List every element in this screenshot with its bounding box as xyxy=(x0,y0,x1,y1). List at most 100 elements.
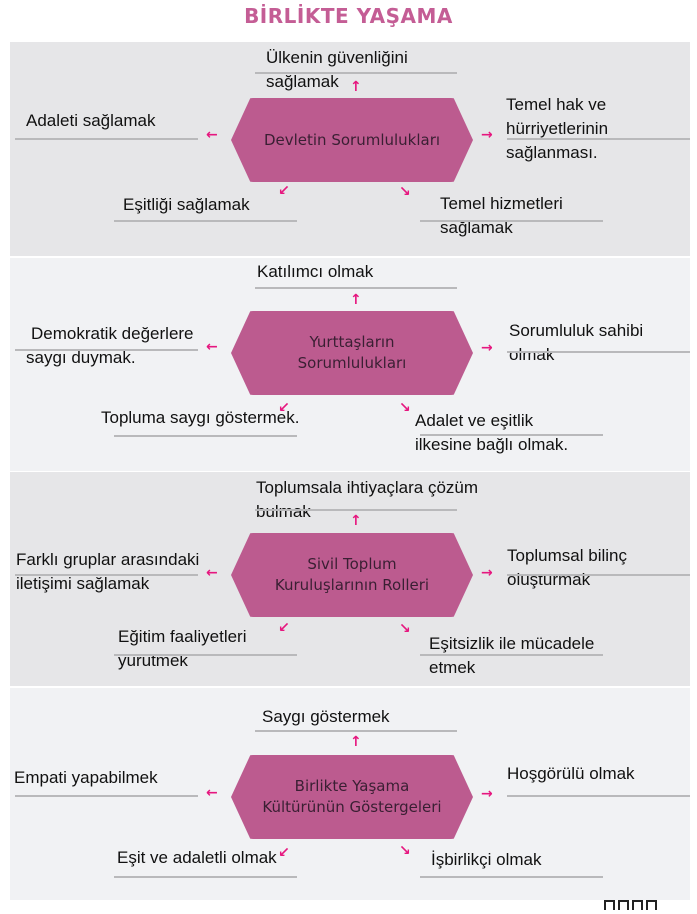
label-bottom-right: Eşitsizlik ile mücadele etmek xyxy=(429,632,594,680)
underline-bottom-right xyxy=(420,220,603,222)
arrow-up-icon: ↑ xyxy=(350,79,362,95)
underline-bottom-right xyxy=(420,434,603,436)
label-line: olmak xyxy=(509,345,555,364)
arrow-left-icon: ← xyxy=(206,565,218,581)
label-top: Saygı göstermek xyxy=(262,707,390,726)
underline-top xyxy=(255,72,457,74)
label-top: Toplumsala ihtiyaçlara çözüm bulmak xyxy=(256,476,478,524)
label-line: bulmak xyxy=(256,502,311,521)
underline-right xyxy=(507,138,690,140)
underline-left xyxy=(15,574,198,576)
label-bottom-right: Temel hizmetleri sağlamak xyxy=(440,192,563,240)
label-line: oluşturmak xyxy=(507,570,591,589)
label-line: Toplumsala ihtiyaçlara çözüm xyxy=(256,478,479,497)
arrow-up-icon: ↑ xyxy=(350,734,362,750)
arrow-right-icon: → xyxy=(481,565,493,581)
section-birlikte-yasama-gostergeleri: Saygı göstermek ↑ Empati yapabilmek ← Bi… xyxy=(10,688,690,900)
label-line: ilkesine bağlı olmak. xyxy=(415,435,569,454)
label-bottom-right: Adalet ve eşitlik ilkesine bağlı olmak. xyxy=(415,409,568,457)
center-node: Birlikte Yaşama Kültürünün Göstergeleri xyxy=(231,755,473,839)
label-line: hürriyetlerinin xyxy=(506,119,609,138)
label-bottom-left: Eşit ve adaletli olmak xyxy=(117,848,277,867)
label-left: Empati yapabilmek xyxy=(14,768,158,787)
underline-bottom-left xyxy=(114,876,297,878)
label-line: sağlamak xyxy=(440,218,513,237)
node-line: Yurttaşların xyxy=(309,333,395,351)
arrow-left-icon: ← xyxy=(206,339,218,355)
label-top: Ülkenin güvenliğini sağlamak xyxy=(266,46,408,94)
node-line: Devletin Sorumlulukları xyxy=(263,130,441,149)
arrow-down-left-icon: ↙ xyxy=(278,845,290,861)
label-line: Adalet ve eşitlik xyxy=(415,411,534,430)
arrow-down-right-icon: ↘ xyxy=(399,843,411,859)
arrow-down-left-icon: ↙ xyxy=(278,400,290,416)
label-line: etmek xyxy=(429,658,476,677)
arrow-left-icon: ← xyxy=(206,785,218,801)
arrow-right-icon: → xyxy=(481,127,493,143)
label-line: Temel hak ve xyxy=(506,95,607,114)
center-node: Sivil Toplum Kuruluşlarının Rolleri xyxy=(231,533,473,617)
underline-right xyxy=(507,351,690,353)
label-line: iletişimi sağlamak xyxy=(16,574,150,593)
underline-left xyxy=(15,138,198,140)
section-yurttaslarin-sorumluluklari: Katılımcı olmak ↑ Demokratik değerlere s… xyxy=(10,258,690,471)
label-line: sağlanması. xyxy=(506,143,598,162)
cropped-logo-icon xyxy=(604,895,684,910)
underline-bottom-right xyxy=(420,654,603,656)
label-bottom-left: Topluma saygı göstermek. xyxy=(101,408,300,427)
arrow-left-icon: ← xyxy=(206,127,218,143)
arrow-down-left-icon: ↙ xyxy=(278,620,290,636)
node-line: Sorumlulukları xyxy=(297,354,407,372)
label-bottom-left: Eğitim faaliyetleri yürütmek xyxy=(118,625,247,673)
arrow-up-icon: ↑ xyxy=(350,513,362,529)
label-left: Demokratik değerlere saygı duymak. xyxy=(26,322,194,370)
underline-bottom-right xyxy=(420,876,603,878)
underline-right xyxy=(507,574,690,576)
underline-left xyxy=(15,349,198,351)
arrow-right-icon: → xyxy=(481,340,493,356)
node-line: Kültürünün Göstergeleri xyxy=(262,798,442,816)
underline-top xyxy=(255,509,457,511)
label-line: Toplumsal bilinç xyxy=(507,546,627,565)
underline-bottom-left xyxy=(114,654,297,656)
label-line: Farklı gruplar arasındaki xyxy=(16,550,200,569)
label-line: Ülkenin güvenliğini xyxy=(266,48,408,67)
arrow-down-right-icon: ↘ xyxy=(399,621,411,637)
label-line: sağlamak xyxy=(266,72,339,91)
label-right: Hoşgörülü olmak xyxy=(507,764,635,783)
page-title: BİRLİKTE YAŞAMA xyxy=(244,4,453,28)
underline-right xyxy=(507,795,690,797)
underline-left xyxy=(15,795,198,797)
arrow-down-left-icon: ↙ xyxy=(278,183,290,199)
arrow-up-icon: ↑ xyxy=(350,292,362,308)
label-right: Sorumluluk sahibi olmak xyxy=(509,319,643,367)
underline-bottom-left xyxy=(114,435,297,437)
label-left: Adaleti sağlamak xyxy=(26,111,156,130)
label-bottom-right: İşbirlikçi olmak xyxy=(431,850,542,869)
node-line: Birlikte Yaşama xyxy=(294,777,410,795)
underline-bottom-left xyxy=(114,220,297,222)
label-line: saygı duymak. xyxy=(26,348,136,367)
node-line: Sivil Toplum xyxy=(307,555,397,573)
underline-top xyxy=(255,730,457,732)
label-line: yürütmek xyxy=(118,651,188,670)
label-line: Eşitsizlik ile mücadele xyxy=(429,634,595,653)
center-node: Yurttaşların Sorumlulukları xyxy=(231,311,473,395)
arrow-down-right-icon: ↘ xyxy=(399,400,411,416)
label-line: Demokratik değerlere xyxy=(31,324,194,343)
center-node: Devletin Sorumlulukları xyxy=(231,98,473,182)
arrow-down-right-icon: ↘ xyxy=(399,184,411,200)
section-devletin-sorumluluklari: Ülkenin güvenliğini sağlamak ↑ Adaleti s… xyxy=(10,42,690,256)
label-line: Temel hizmetleri xyxy=(440,194,563,213)
label-top: Katılımcı olmak xyxy=(257,262,374,281)
underline-top xyxy=(255,287,457,289)
label-bottom-left: Eşitliği sağlamak xyxy=(123,195,250,214)
label-right: Toplumsal bilinç oluşturmak xyxy=(507,544,627,592)
label-line: Sorumluluk sahibi xyxy=(509,321,644,340)
label-line: Eğitim faaliyetleri xyxy=(118,627,247,646)
arrow-right-icon: → xyxy=(481,786,493,802)
node-line: Kuruluşlarının Rolleri xyxy=(274,576,430,594)
section-sivil-toplum-kuruluslari: Toplumsala ihtiyaçlara çözüm bulmak ↑ Fa… xyxy=(10,472,690,686)
label-right: Temel hak ve hürriyetlerinin sağlanması. xyxy=(506,93,608,165)
label-left: Farklı gruplar arasındaki iletişimi sağl… xyxy=(16,548,199,596)
